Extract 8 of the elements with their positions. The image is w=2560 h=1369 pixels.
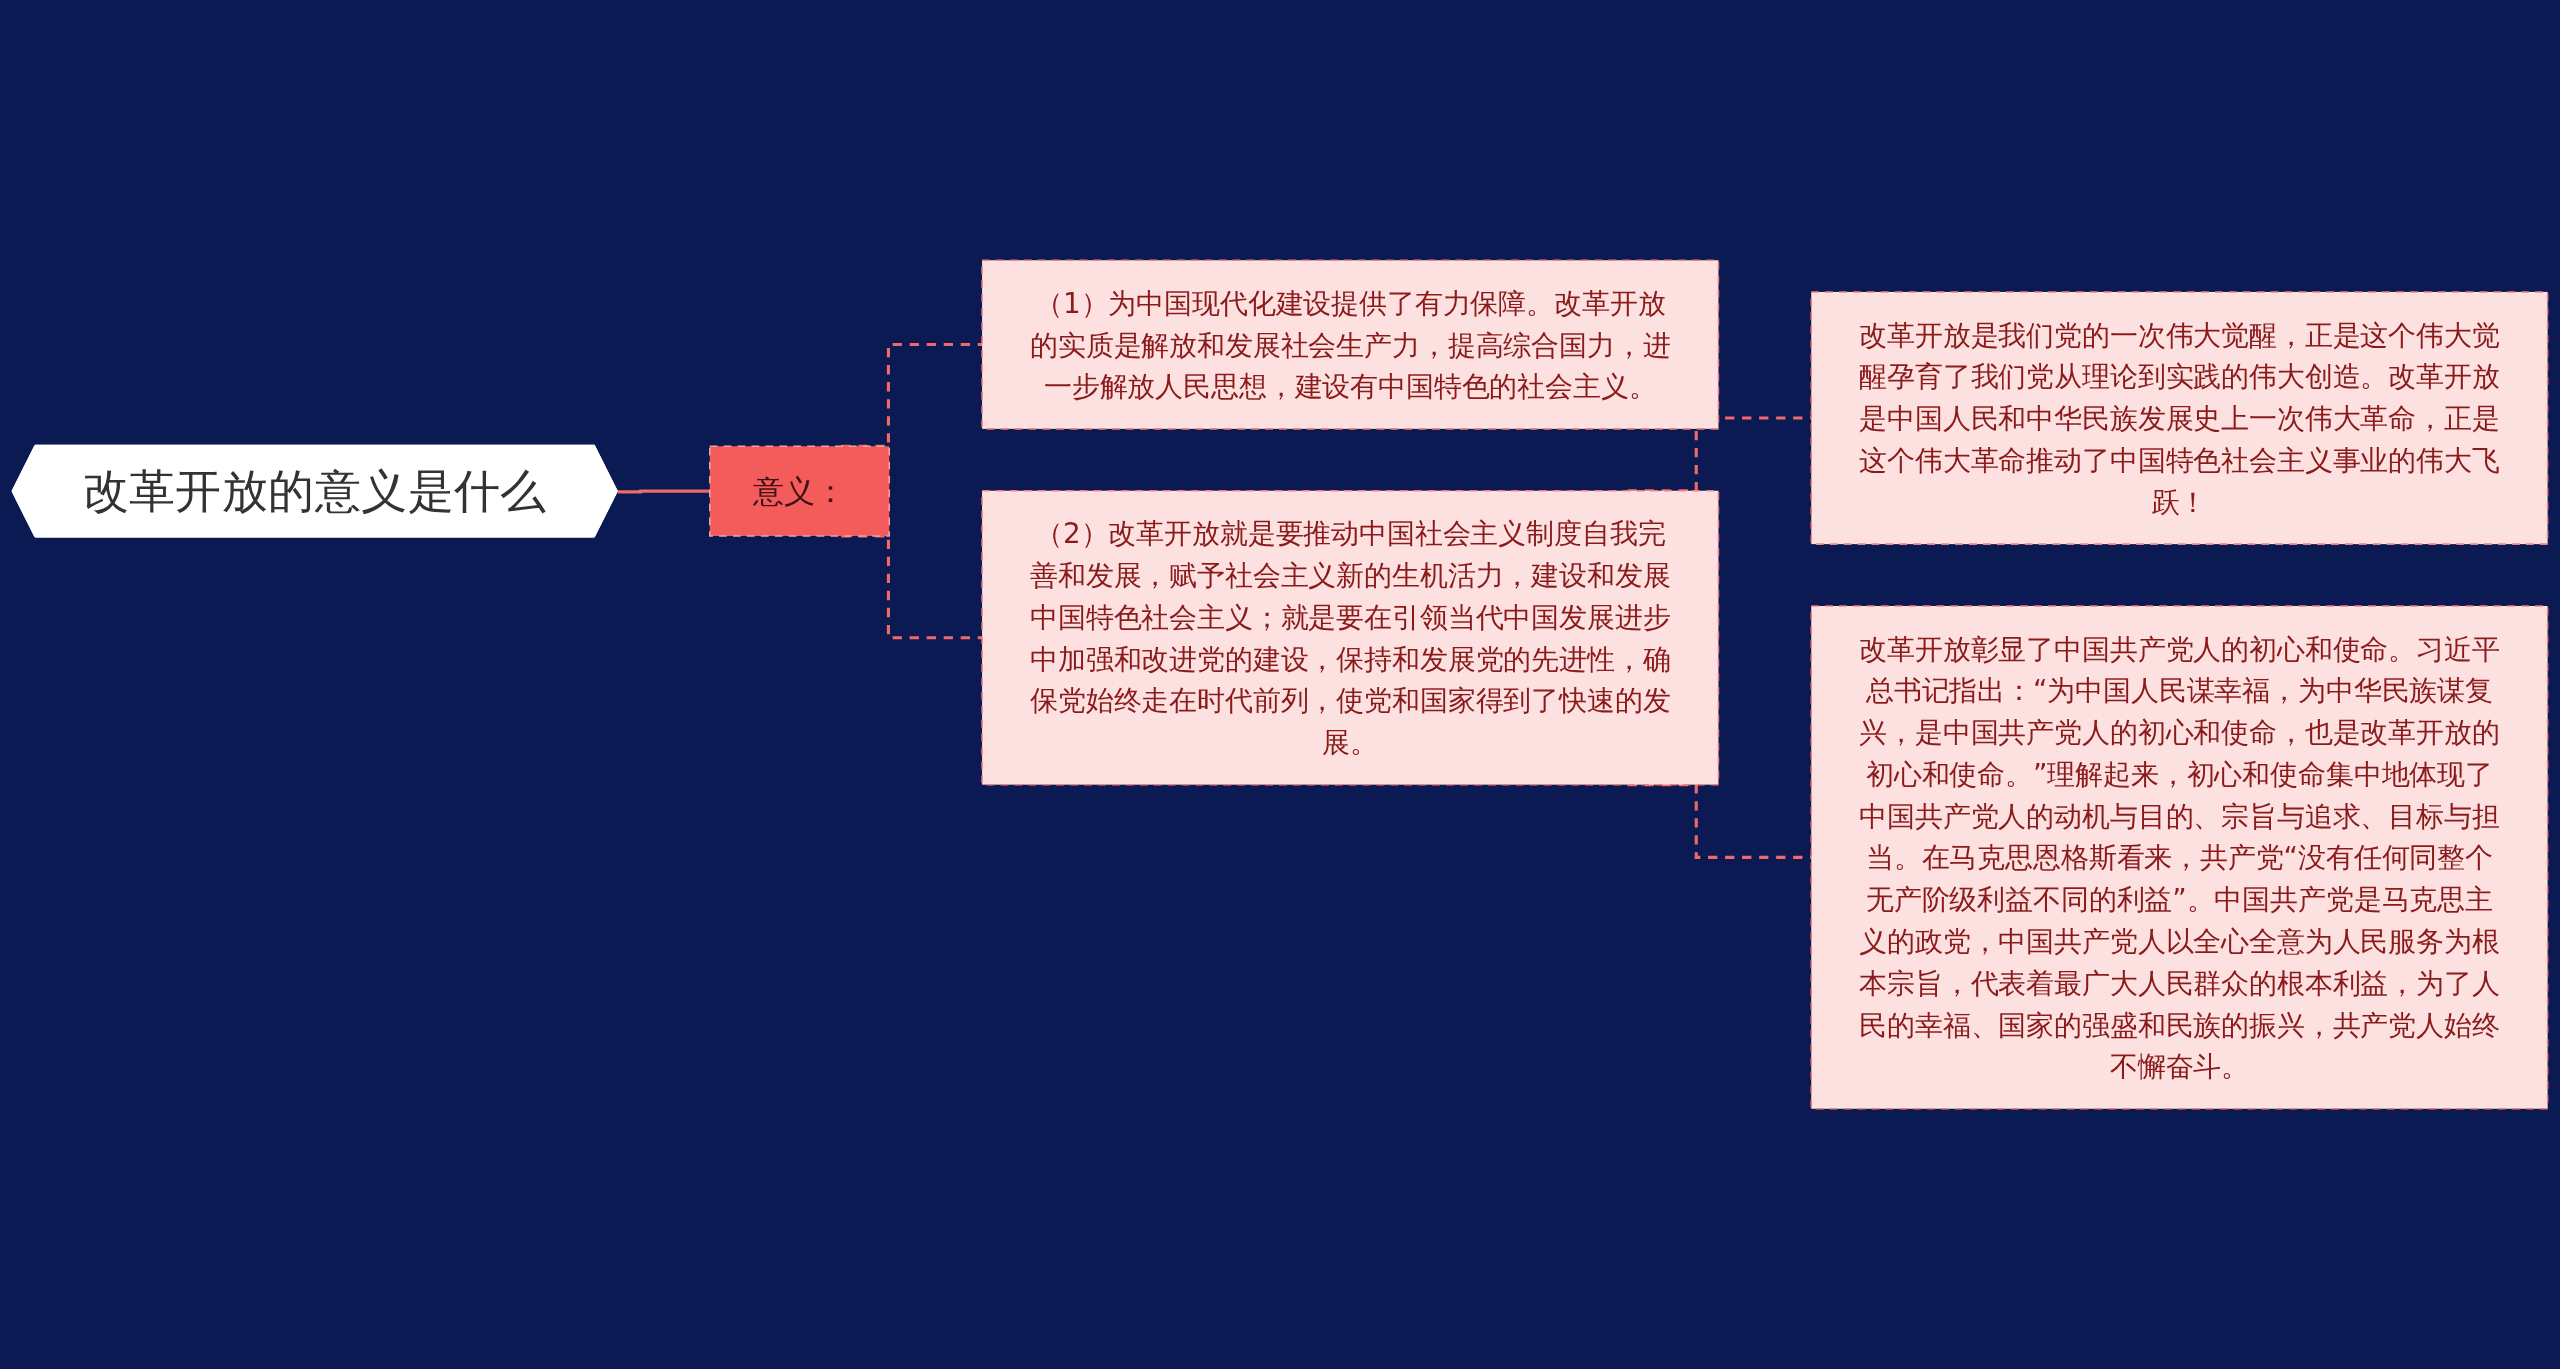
node-box: 改革开放是我们党的一次伟大觉醒，正是这个伟大觉醒孕育了我们党从理论到实践的伟大创造。改革开放是中国人民和中华民族发展史上一次伟大革命，正是这个伟大革命推动了中国特色社会主义事业的伟大飞跃！	[1810, 291, 2549, 545]
connector	[841, 343, 983, 448]
connector	[617, 489, 710, 494]
node-box: 改革开放彰显了中国共产党人的初心和使命。习近平总书记指出：“为中国人民谋幸福，为中华民族谋复兴，是中国共产党人的初心和使命，也是改革开放的初心和使命。”理解起来，初心和使命集中地体现了中国共产党人的动机与目的、宗旨与追求、目标与担当。在马克思恩格斯看来，共产党“没有任何同整个无产阶级利益不同的利益”。中国共产党是马克思主义的政党，中国共产党人以全心全意为人民服务为根本宗旨，代表着最广大人民群众的根本利益，为了人民的幸福、国家的强盛和民族的振兴，共产党人始终不懈奋斗。	[1810, 605, 2549, 1110]
node-box: （2）改革开放就是要推动中国社会主义制度自我完善和发展，赋予社会主义新的生机活力，建设和发展中国特色社会主义；就是要在引领当代中国发展进步中加强和改进党的建设，保持和发展党的先进性，确保党始终走在时代前列，使党和国家得到了快速的发展。	[981, 489, 1720, 786]
connector	[841, 534, 983, 640]
node-box: （1）为中国现代化建设提供了有力保障。改革开放的实质是解放和发展社会生产力，提高综合国力，进一步解放人民思想，建设有中国特色的社会主义。	[981, 259, 1720, 430]
node-box: 意义：	[709, 445, 891, 537]
